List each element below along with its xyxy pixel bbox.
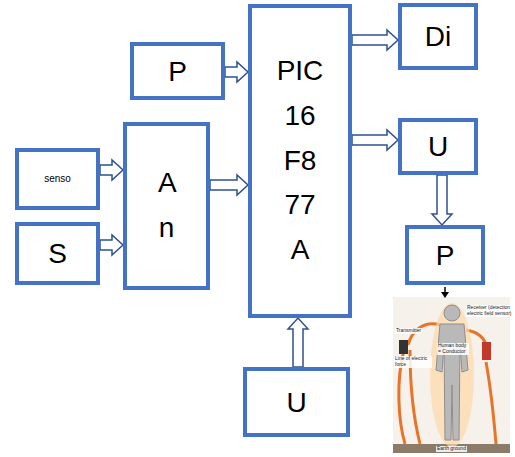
field-lines	[399, 324, 496, 444]
figure-label: Receiver (detection electric field senso…	[466, 305, 513, 317]
box-label: senso	[44, 173, 71, 186]
output-box: P	[405, 225, 485, 285]
earth-ground-bar	[393, 444, 510, 453]
output-box: U	[398, 118, 478, 175]
human-figure	[436, 305, 468, 440]
block-arrow	[432, 175, 452, 225]
figure-label: Earth ground	[436, 446, 467, 452]
body-glow	[430, 303, 474, 447]
receiver-device	[482, 342, 491, 360]
sensor-box: S	[15, 222, 100, 285]
box-label: S	[48, 236, 67, 271]
figure-label: Transmitter	[395, 328, 422, 334]
illustration-ground	[393, 297, 510, 453]
display-box: Di	[398, 3, 478, 70]
analog-box: A n	[123, 122, 210, 290]
figure-label: Line of electric force	[394, 356, 432, 368]
microcontroller-box: PIC 16 F8 77 A	[248, 4, 352, 318]
block-arrow	[352, 30, 398, 50]
box-label: A n	[158, 161, 175, 251]
box-label: U	[428, 129, 448, 164]
box-label: PIC 16 F8 77 A	[277, 49, 324, 273]
box-label: P	[168, 54, 187, 89]
block-arrow	[352, 130, 398, 150]
box-label: P	[436, 238, 455, 273]
input-box: P	[130, 42, 225, 100]
transmitter-device	[399, 340, 408, 354]
power-box: U	[243, 367, 350, 437]
block-arrow	[210, 175, 248, 195]
box-label: Di	[425, 19, 451, 54]
block-arrow	[100, 160, 123, 180]
block-arrow	[225, 62, 248, 82]
block-arrow	[100, 235, 123, 255]
figure-label: Human body = Conductor	[437, 343, 469, 355]
sensor-box: senso	[15, 148, 100, 210]
leader-arrowhead	[441, 292, 449, 298]
block-arrow	[288, 318, 308, 367]
box-label: U	[286, 385, 306, 420]
